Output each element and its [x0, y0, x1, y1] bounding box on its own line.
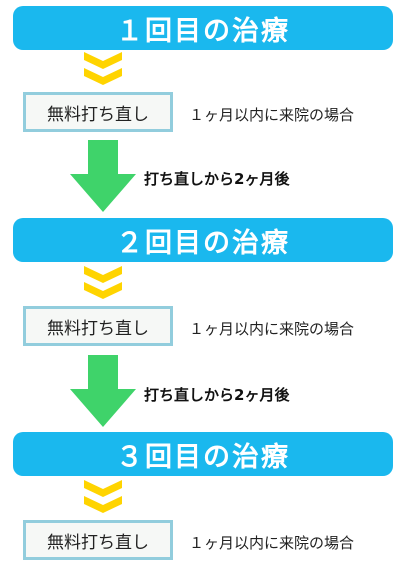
- step-3-condition: １ヶ月以内に来院の場合: [189, 534, 355, 552]
- step-1-banner: １回目の治療: [13, 6, 393, 50]
- double-chevron-down-icon: [84, 266, 122, 300]
- step-3-title: ３回目の治療: [116, 441, 290, 473]
- step-2-title: ２回目の治療: [116, 227, 290, 259]
- step-3-banner: ３回目の治療: [13, 432, 393, 476]
- step-1-title: １回目の治療: [116, 15, 290, 47]
- down-arrow-icon: [70, 355, 136, 427]
- step-2-retouch-box: 無料打ち直し: [23, 306, 173, 346]
- down-arrow-icon: [70, 140, 136, 212]
- step-2-condition: １ヶ月以内に来院の場合: [189, 320, 355, 338]
- step-1-condition: １ヶ月以内に来院の場合: [189, 106, 355, 124]
- interval-2-label: 打ち直しから2ヶ月後: [144, 386, 290, 404]
- double-chevron-down-icon: [84, 480, 122, 514]
- step-2-banner: ２回目の治療: [13, 218, 393, 262]
- step-1-retouch-box: 無料打ち直し: [23, 92, 173, 132]
- double-chevron-down-icon: [84, 52, 122, 86]
- interval-1-label: 打ち直しから2ヶ月後: [144, 170, 290, 188]
- step-2-retouch-label: 無料打ち直し: [47, 318, 149, 339]
- step-1-retouch-label: 無料打ち直し: [47, 104, 149, 125]
- step-3-retouch-box: 無料打ち直し: [23, 520, 173, 560]
- step-3-retouch-label: 無料打ち直し: [47, 532, 149, 553]
